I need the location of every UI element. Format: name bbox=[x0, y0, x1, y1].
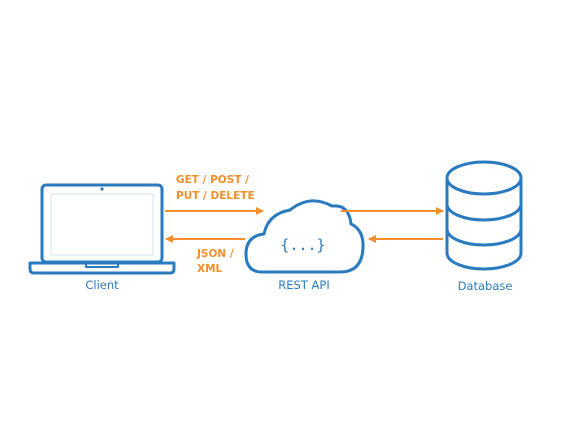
request-label-line1: GET / POST / bbox=[176, 174, 249, 186]
database-label: Database bbox=[458, 279, 513, 293]
response-label-line2: XML bbox=[197, 263, 223, 275]
client-node: Client bbox=[28, 183, 176, 292]
database-icon bbox=[445, 160, 523, 271]
api-database-edges bbox=[341, 207, 444, 243]
response-label-line1: JSON / bbox=[196, 248, 234, 260]
database-node: Database bbox=[445, 160, 523, 293]
client-api-edges: GET / POST / PUT / DELETE JSON / XML bbox=[165, 174, 264, 275]
api-braces-glyph: {...} bbox=[280, 236, 325, 254]
rest-api-label: REST API bbox=[278, 278, 329, 292]
rest-api-node: {...} REST API bbox=[244, 199, 365, 292]
cloud-icon bbox=[244, 199, 365, 274]
laptop-icon bbox=[28, 183, 176, 275]
request-label-line2: PUT / DELETE bbox=[176, 190, 255, 202]
client-label: Client bbox=[85, 278, 119, 292]
